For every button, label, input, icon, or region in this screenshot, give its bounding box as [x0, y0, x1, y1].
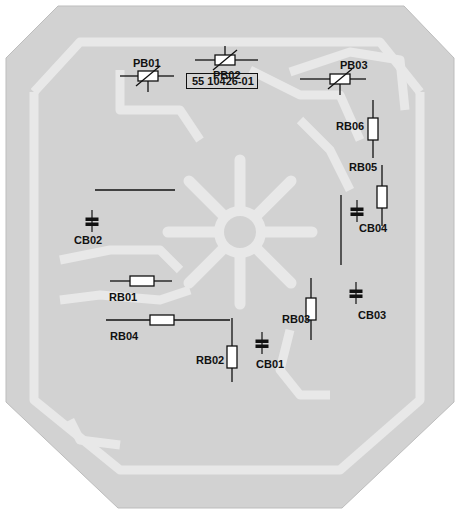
capacitor-symbol: [256, 332, 268, 354]
resistor-symbol: [306, 278, 316, 340]
wire-link: [340, 195, 341, 265]
component-label: CB01: [256, 359, 284, 370]
capacitor-symbol: [351, 200, 363, 222]
capacitor-symbol: [86, 210, 98, 232]
component-label: RB06: [336, 121, 364, 132]
resistor-symbol: [377, 165, 387, 226]
potentiometer-symbol: [120, 66, 174, 92]
resistor-symbol: [227, 318, 237, 382]
potentiometer-symbol: [195, 46, 258, 70]
component-label: CB03: [358, 310, 386, 321]
component-label: RB05: [349, 162, 377, 173]
component-label: CB04: [359, 223, 387, 234]
component-label: PB03: [340, 60, 368, 71]
wire-link: [95, 189, 175, 190]
component-label: RB02: [196, 355, 224, 366]
component-label: CB02: [74, 235, 102, 246]
component-label: RB01: [109, 292, 137, 303]
component-label: PB01: [133, 58, 161, 69]
switch-pad: [168, 160, 312, 304]
capacitor-symbols: [86, 200, 363, 354]
resistor-symbol: [110, 276, 172, 286]
board-outline: [6, 6, 454, 508]
resistor-symbol: [368, 100, 378, 158]
component-label: RB03: [282, 314, 310, 325]
resistor-symbol: [106, 315, 230, 325]
copper-traces: [34, 42, 420, 470]
component-label: RB04: [110, 331, 138, 342]
potentiometer-symbol: [300, 69, 366, 95]
component-label: PB02: [213, 70, 241, 81]
capacitor-symbol: [350, 282, 362, 304]
